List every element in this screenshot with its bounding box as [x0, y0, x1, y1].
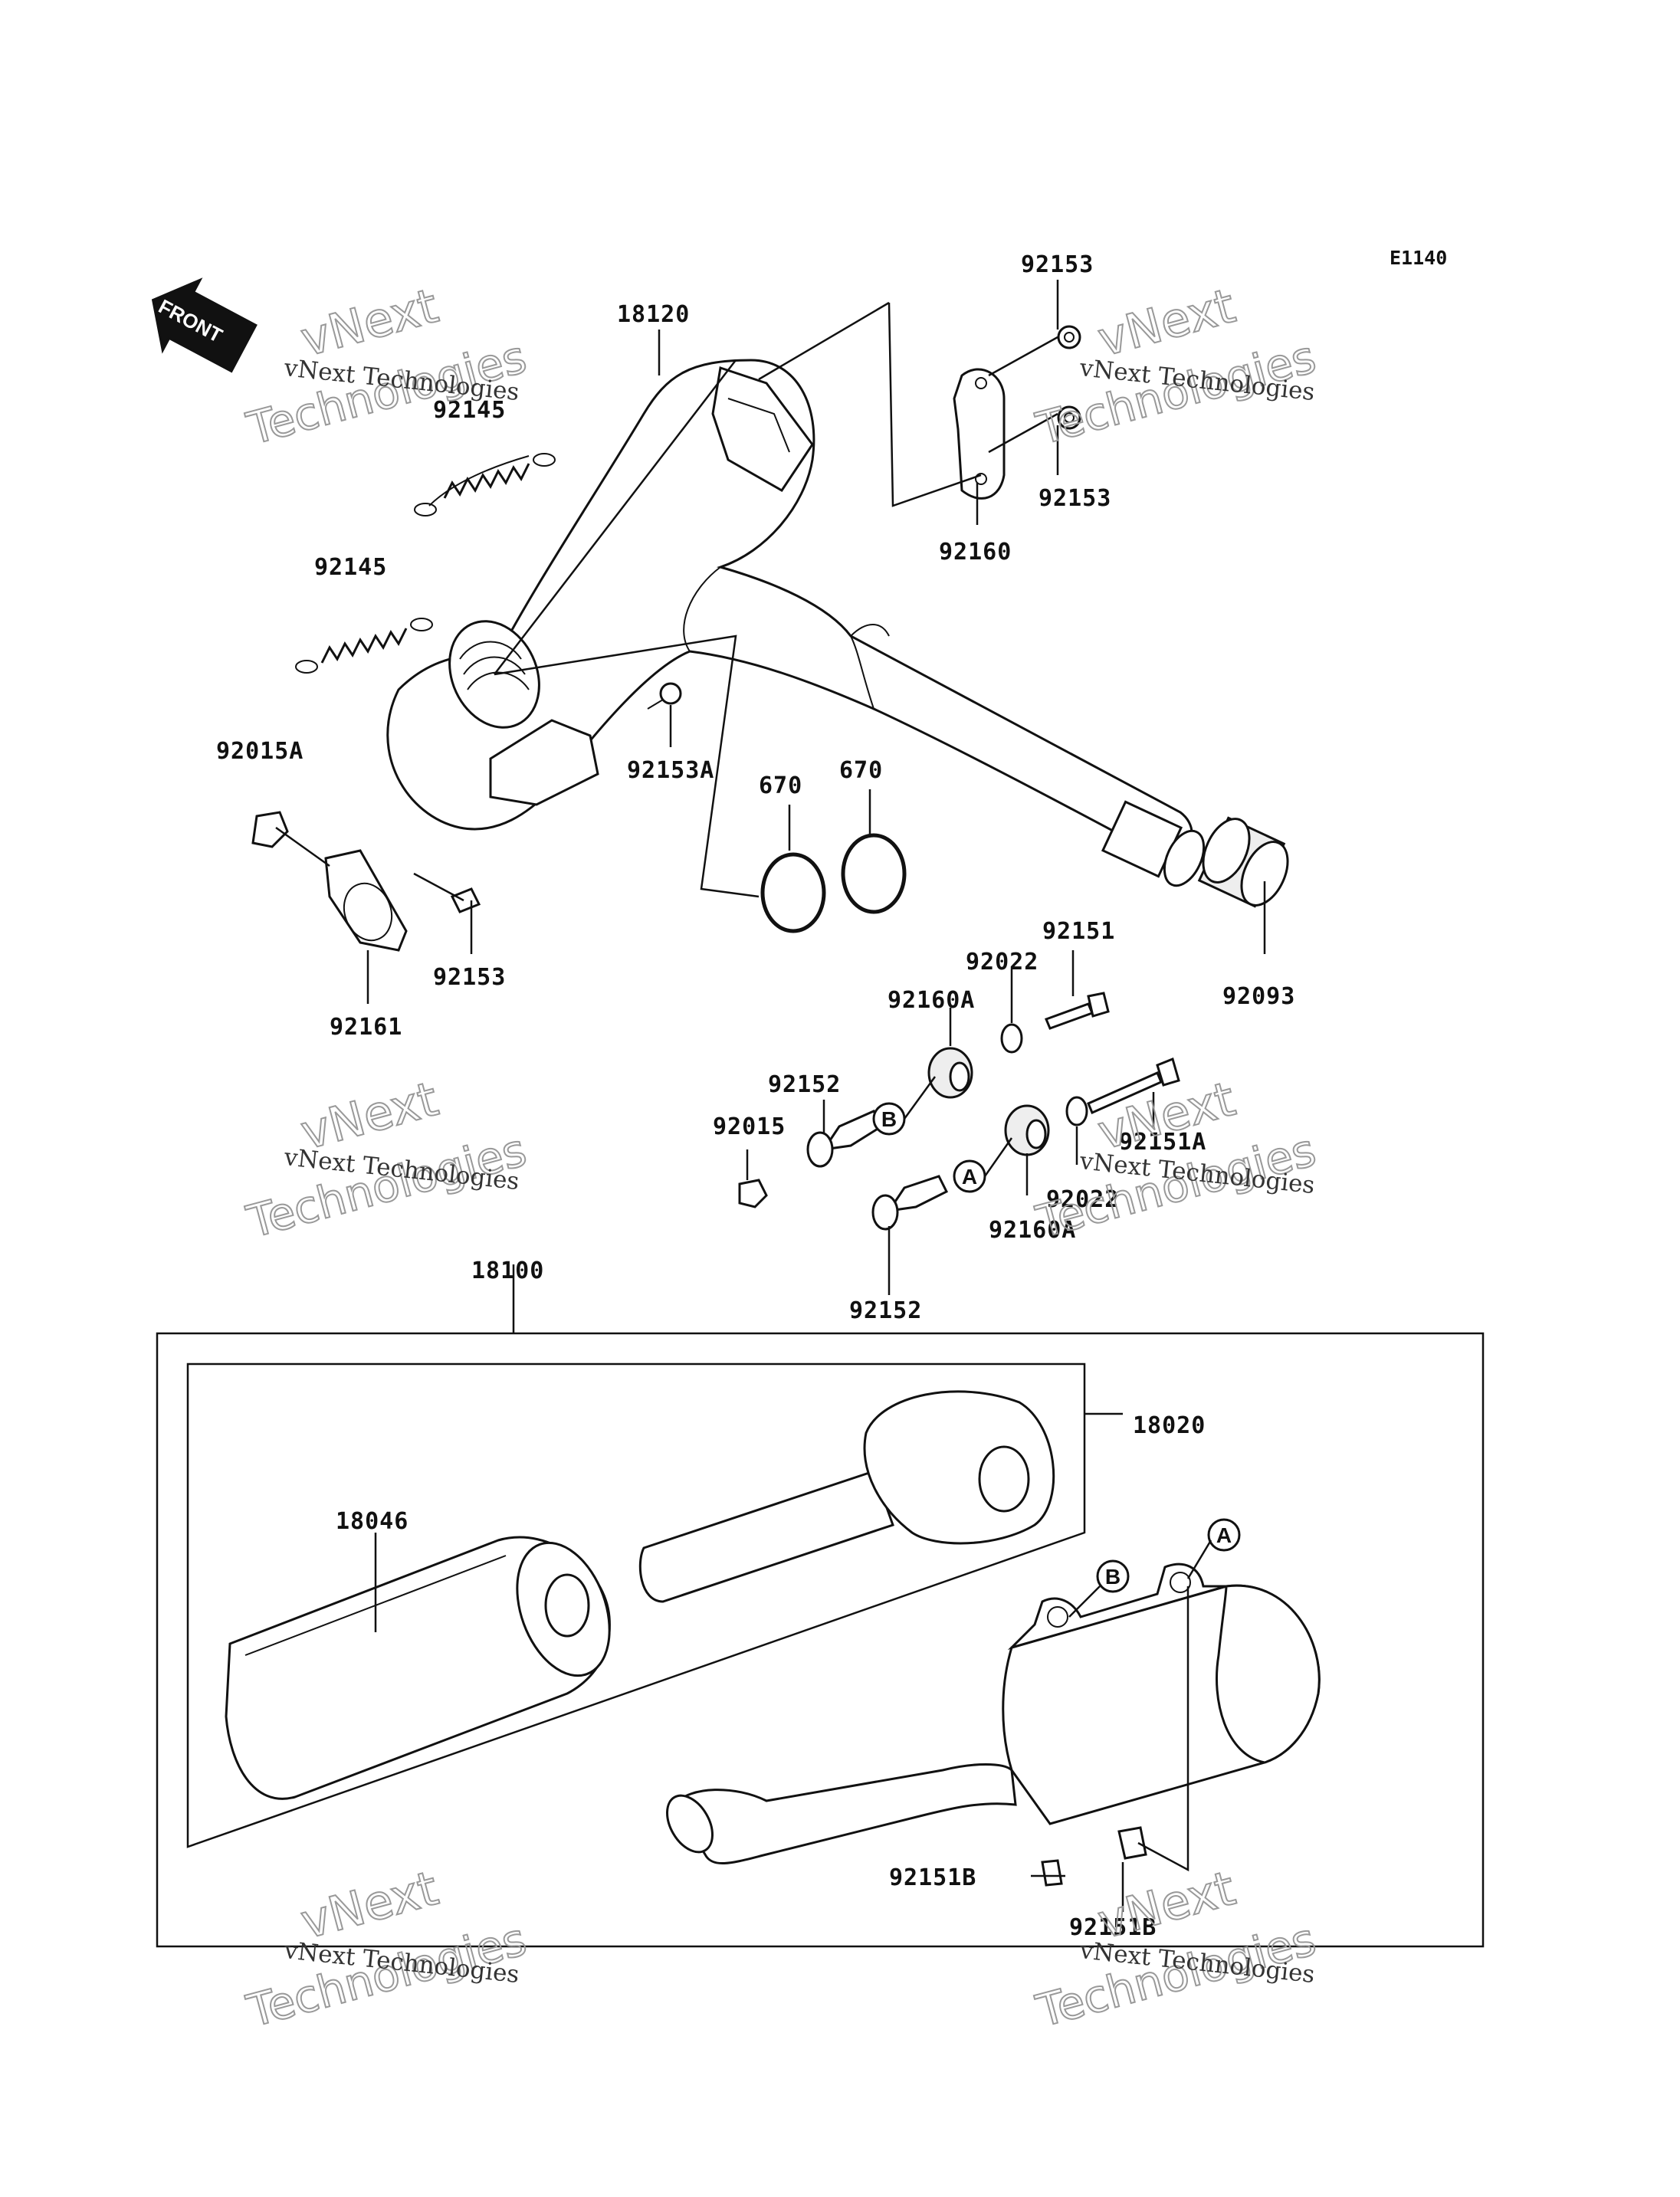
bolt-92153-mid-icon — [1057, 405, 1081, 430]
label-670-a: 670 — [759, 772, 802, 799]
nut-92015A-icon — [251, 811, 289, 848]
callout-b-upper-icon: B — [872, 1102, 906, 1136]
bolt-92151B-b-icon — [1117, 1826, 1147, 1860]
label-92153-top: 92153 — [1021, 251, 1094, 278]
label-92160A-b: 92160A — [989, 1217, 1076, 1244]
collar-92152-b-icon — [871, 1175, 949, 1231]
muffler-assembly-box — [156, 1332, 1485, 1948]
label-92151B-a: 92151B — [889, 1864, 976, 1891]
label-18100: 18100 — [471, 1258, 544, 1284]
spring-92145-b-icon — [295, 618, 433, 674]
label-18120: 18120 — [617, 301, 690, 328]
label-670-b: 670 — [839, 757, 883, 784]
bolt-92151B-a-icon — [1041, 1859, 1063, 1887]
label-92015A: 92015A — [216, 738, 304, 765]
leader-lines — [275, 280, 1266, 1912]
washer-92022-b-icon — [1065, 1096, 1088, 1126]
callout-a-upper-icon: A — [953, 1159, 986, 1193]
label-18020: 18020 — [1133, 1412, 1206, 1439]
svg-text:vNext: vNext — [295, 277, 444, 367]
label-92022-b: 92022 — [1046, 1186, 1119, 1213]
svg-text:vNext: vNext — [295, 1860, 444, 1949]
label-18046: 18046 — [336, 1508, 409, 1535]
svg-text:B: B — [1105, 1565, 1121, 1589]
label-92145-b: 92145 — [314, 554, 387, 581]
bolt-92153-left-icon — [450, 887, 481, 913]
grommet-92160A-b-icon — [1004, 1104, 1050, 1156]
watermark-mid-left: vNext Technologies vNext Technologies — [241, 1070, 532, 1249]
bolt-92151-icon — [1045, 992, 1110, 1030]
o-ring-670-b — [841, 833, 907, 914]
bolt-92151A-icon — [1087, 1057, 1180, 1114]
label-92151A: 92151A — [1119, 1129, 1206, 1156]
label-92153A: 92153A — [627, 757, 714, 784]
exhaust-pipe-drawing — [386, 359, 1206, 887]
watermark-bottom-right: vNext Technologies vNext Technologies — [1030, 1859, 1321, 2038]
label-92151: 92151 — [1042, 918, 1115, 945]
callout-a-lower-icon: A — [1207, 1518, 1241, 1552]
plate-92161-drawing — [324, 849, 408, 952]
svg-text:A: A — [962, 1165, 977, 1189]
label-92153-mid: 92153 — [1039, 485, 1111, 512]
label-92151B-b: 92151B — [1069, 1914, 1157, 1941]
front-arrow-icon: FRONT — [151, 277, 258, 373]
svg-text:B: B — [881, 1107, 897, 1131]
label-92022-a: 92022 — [966, 949, 1039, 976]
label-92152-a: 92152 — [768, 1071, 841, 1098]
bracket-92160-drawing — [953, 368, 1006, 500]
grommet-92160A-a-icon — [927, 1047, 973, 1099]
inner-tube-18020-drawing — [638, 1390, 1055, 1603]
label-92160A-a: 92160A — [888, 987, 975, 1014]
watermark-top-left: vNext Technologies vNext Technologies — [241, 277, 532, 456]
label-92152-b: 92152 — [849, 1297, 922, 1324]
callout-b-lower-icon: B — [1096, 1559, 1130, 1593]
silencer-body-drawing — [666, 1562, 1321, 1865]
watermark-bottom-left: vNext Technologies vNext Technologies — [241, 1859, 532, 2038]
diagram-code: E1140 — [1390, 247, 1447, 269]
part-labels: 18120 92153 92153 92160 92145 92145 9201… — [216, 251, 1295, 1941]
label-92145-a: 92145 — [433, 397, 506, 424]
o-ring-670-a — [760, 852, 826, 933]
watermark-top-right: vNext Technologies vNext Technologies — [1030, 277, 1321, 456]
spring-92145-a-icon — [414, 453, 556, 516]
label-92015: 92015 — [713, 1113, 786, 1140]
label-92093: 92093 — [1222, 983, 1295, 1010]
gasket-92093-drawing — [1197, 816, 1289, 908]
silencer-inner-box — [186, 1362, 1086, 1848]
label-92160: 92160 — [939, 539, 1012, 566]
collar-92152-a-icon — [806, 1110, 883, 1168]
bolt-92153A-icon — [647, 682, 682, 710]
washer-92022-a-icon — [1000, 1023, 1023, 1054]
bolt-92153-top-icon — [1057, 325, 1081, 349]
label-92153-left: 92153 — [433, 964, 506, 991]
nut-92015-icon — [738, 1179, 768, 1208]
packing-18046-drawing — [225, 1536, 611, 1800]
label-92161: 92161 — [330, 1014, 402, 1041]
svg-text:A: A — [1216, 1523, 1232, 1547]
